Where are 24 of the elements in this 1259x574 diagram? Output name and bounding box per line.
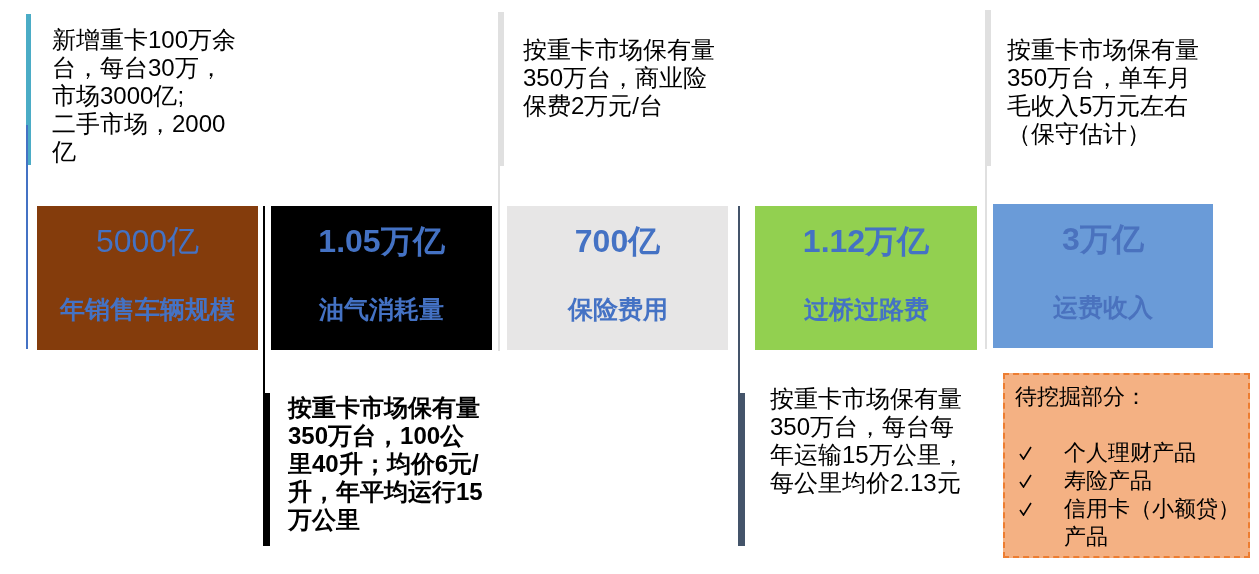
metric-value: 1.12万亿	[802, 222, 930, 261]
metric-label: 过桥过路费	[803, 294, 929, 325]
note-text: 新增重卡100万余台，每台30万，市场3000亿;	[52, 26, 238, 110]
metric-value: 5000亿	[95, 222, 200, 261]
callout-box	[1003, 373, 1250, 558]
list-item: 信用卡（小额贷）产品	[1064, 495, 1241, 551]
metric-label: 年销售车辆规模	[60, 294, 235, 325]
metric-box	[507, 206, 728, 350]
callout-heading: 待挖掘部分：	[1015, 383, 1147, 411]
metric-value: 700亿	[574, 222, 661, 261]
note-text: 二手市场，2000亿	[52, 110, 227, 166]
list-item: 寿险产品	[1064, 467, 1153, 495]
note-text: 按重卡市场保有量350万台，每台每年运输15万公里，每公里均价2.13元	[770, 385, 966, 497]
metric-box	[755, 206, 977, 350]
note-text: 按重卡市场保有量350万台，100公里40升；均价6元/升，年平均运行15万公里	[288, 394, 484, 534]
note-text: 按重卡市场保有量350万台，单车月毛收入5万元左右（保守估计）	[1007, 36, 1200, 148]
metric-box	[993, 204, 1213, 348]
list-item: 个人理财产品	[1064, 439, 1197, 467]
metric-box	[37, 206, 258, 350]
metric-label: 油气消耗量	[319, 294, 444, 325]
metric-value: 1.05万亿	[318, 222, 445, 261]
metric-box	[271, 206, 492, 350]
metric-label: 保险费用	[567, 294, 668, 325]
note-text: 按重卡市场保有量350万台，商业险保费2万元/台	[523, 36, 716, 120]
